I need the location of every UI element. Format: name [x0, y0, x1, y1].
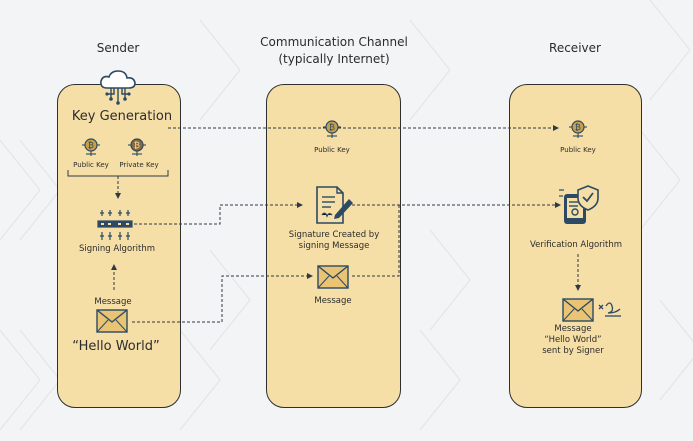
hello-world-label: “Hello World” [72, 339, 160, 354]
signature-label-line2: signing Message [298, 241, 370, 251]
signed-document-icon [316, 186, 353, 224]
sender-title: Sender [96, 41, 140, 55]
private-key-icon: ₿ [128, 138, 146, 156]
verified-message-line2: “Hello World” [544, 335, 602, 345]
verified-message-line3: sent by Signer [542, 346, 604, 356]
private-key-label: Private Key [119, 161, 159, 169]
receiver-public-key-icon: ₿ [569, 120, 587, 138]
verification-algorithm-label: Verification Algorithm [529, 240, 623, 250]
receiver-envelope-icon [562, 298, 594, 322]
verification-icon [559, 185, 599, 224]
sender-message-label: Message [94, 297, 132, 307]
verified-message-label: Message “Hello World” sent by Signer [528, 324, 618, 357]
channel-title-line1: Communication Channel [260, 35, 408, 49]
sender-panel [57, 84, 181, 408]
sender-public-key-label: Public Key [73, 161, 109, 169]
channel-public-key-icon: ₿ [323, 120, 341, 138]
receiver-panel [509, 84, 642, 408]
svg-text:₿: ₿ [329, 123, 335, 132]
receiver-title: Receiver [549, 41, 601, 55]
key-generation-label: Key Generation [71, 109, 173, 124]
receiver-public-key-label: Public Key [560, 146, 596, 154]
signing-algorithm-icon [97, 210, 133, 240]
signature-label: Signature Created by signing Message [276, 230, 392, 252]
signing-algorithm-label: Signing Algorithm [78, 244, 155, 254]
channel-envelope-icon [317, 265, 349, 289]
signature-label-line1: Signature Created by [288, 230, 380, 240]
signature-scribble-icon [598, 302, 621, 317]
channel-public-key-label: Public Key [314, 146, 350, 154]
svg-text:₿: ₿ [134, 141, 140, 150]
public-key-icon: ₿ [82, 138, 100, 156]
channel-message-label: Message [314, 296, 352, 306]
svg-text:₿: ₿ [575, 123, 581, 132]
channel-title: Communication Channel (typically Interne… [244, 34, 424, 68]
svg-text:₿: ₿ [88, 141, 94, 150]
channel-title-line2: (typically Internet) [278, 52, 390, 66]
sender-envelope-icon [96, 309, 128, 333]
verified-message-line1: Message [554, 324, 592, 334]
cloud-network-icon [100, 70, 136, 105]
